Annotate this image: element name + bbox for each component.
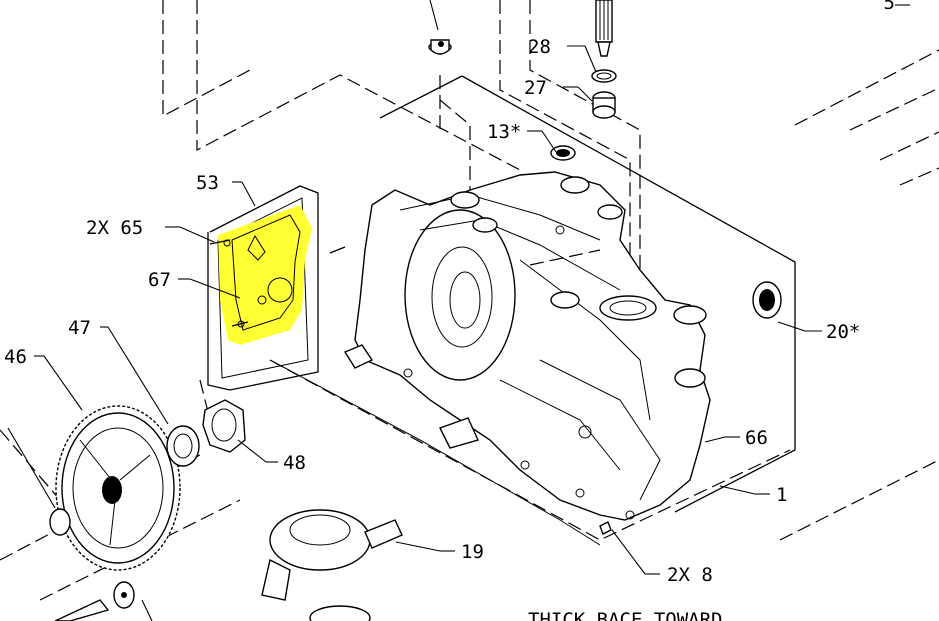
- hub-19: [261, 509, 403, 621]
- label-1: 1: [776, 484, 787, 506]
- label-2x65: 2X 65: [86, 217, 143, 239]
- transaxle-case: [329, 171, 711, 521]
- leader-lines: [7, 0, 910, 621]
- label-28: 28: [528, 36, 551, 58]
- label-20: 20*: [826, 321, 860, 343]
- label-2x8: 2X 8: [667, 564, 713, 586]
- label-27: 27: [524, 77, 547, 99]
- label-67: 67: [148, 269, 171, 291]
- label-46: 46: [4, 346, 27, 368]
- assembly-frame: [269, 75, 796, 546]
- part-labels: 5 28 27 13* 53 2X 65 67 47 46 48 20* 66 …: [4, 0, 895, 621]
- note-text: THICK BACE TOWARD: [528, 609, 722, 621]
- gear-46: [49, 405, 181, 571]
- label-48: 48: [283, 452, 306, 474]
- label-13: 13*: [487, 121, 521, 143]
- cover-frame: [207, 185, 319, 391]
- pin-8: [599, 521, 612, 535]
- nut-48: [202, 399, 246, 453]
- washer-47: [166, 425, 200, 467]
- label-53: 53: [196, 172, 219, 194]
- seal-20: [752, 281, 782, 319]
- label-66: 66: [745, 427, 768, 449]
- lower-shaft: [54, 581, 135, 621]
- seal-13: [550, 145, 576, 161]
- input-shaft: [591, 0, 617, 119]
- label-47: 47: [68, 317, 91, 339]
- top-bushing: [428, 39, 452, 55]
- label-19: 19: [461, 541, 484, 563]
- cover-plate-53-highlighted: [209, 205, 312, 345]
- label-5: 5: [884, 0, 895, 14]
